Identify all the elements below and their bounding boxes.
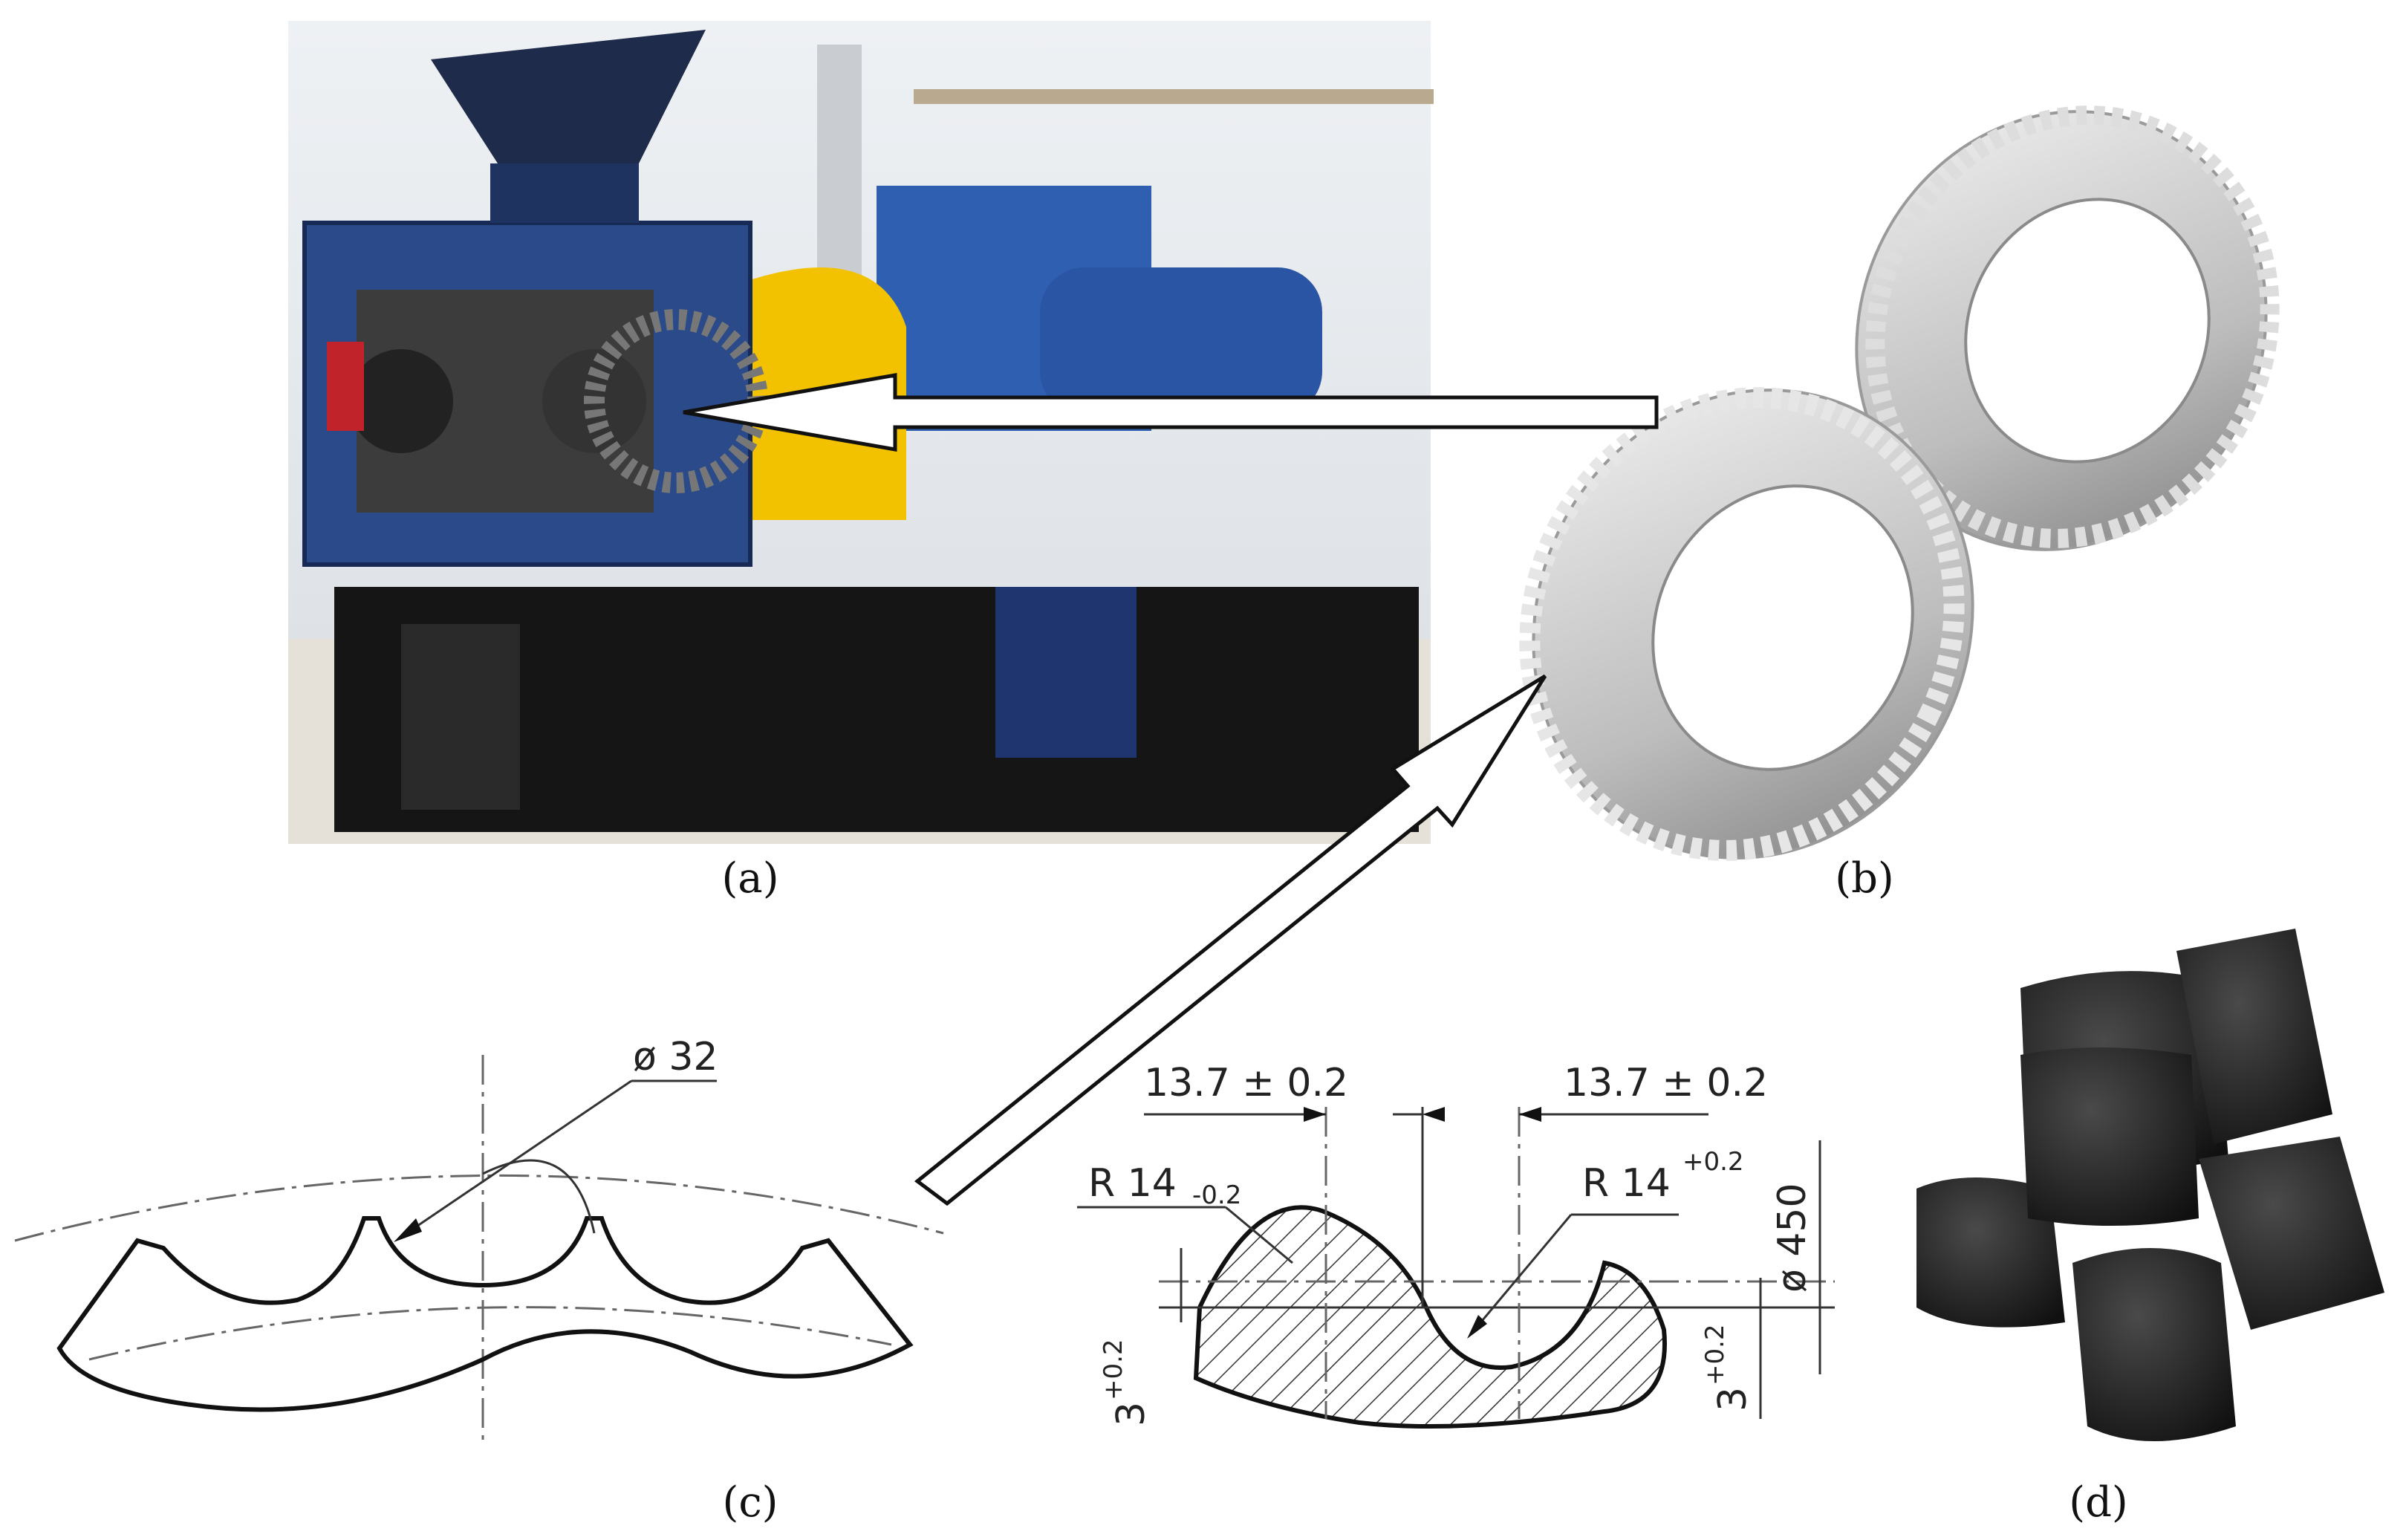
radius-left-tolerance: -0.2 xyxy=(1192,1180,1241,1210)
depth-right-label: 3 xyxy=(1711,1387,1755,1411)
dim-right-spacing: 13.7 ± 0.2 xyxy=(1564,1061,1768,1105)
caption-c: (c) xyxy=(722,1478,778,1527)
dim-left-spacing: 13.7 ± 0.2 xyxy=(1144,1061,1348,1105)
radius-right-tolerance: +0.2 xyxy=(1682,1147,1744,1177)
arrow-to-press xyxy=(683,373,1659,452)
arrow-to-rolls xyxy=(914,674,1547,1206)
depth-right-tolerance: +0.2 xyxy=(1700,1324,1730,1385)
radius-left-label: R 14 xyxy=(1088,1161,1177,1206)
depth-left-label: 3 xyxy=(1109,1402,1154,1426)
radius-right-label: R 14 xyxy=(1582,1161,1671,1206)
section-drawing xyxy=(1077,1107,1835,1429)
depth-left-tolerance: +0.2 xyxy=(1099,1339,1128,1400)
dim-diameter-32: ø 32 xyxy=(633,1035,718,1079)
caption-b: (b) xyxy=(1835,854,1894,903)
caption-d: (d) xyxy=(2069,1478,2128,1527)
caption-a: (a) xyxy=(721,854,779,903)
panel-c-profile-sketch xyxy=(14,1055,944,1441)
diameter-450-label: ø 450 xyxy=(1770,1183,1815,1293)
panel-b-rolls-render xyxy=(1519,105,2280,861)
panel-d-briquettes-photo xyxy=(1916,929,2384,1441)
